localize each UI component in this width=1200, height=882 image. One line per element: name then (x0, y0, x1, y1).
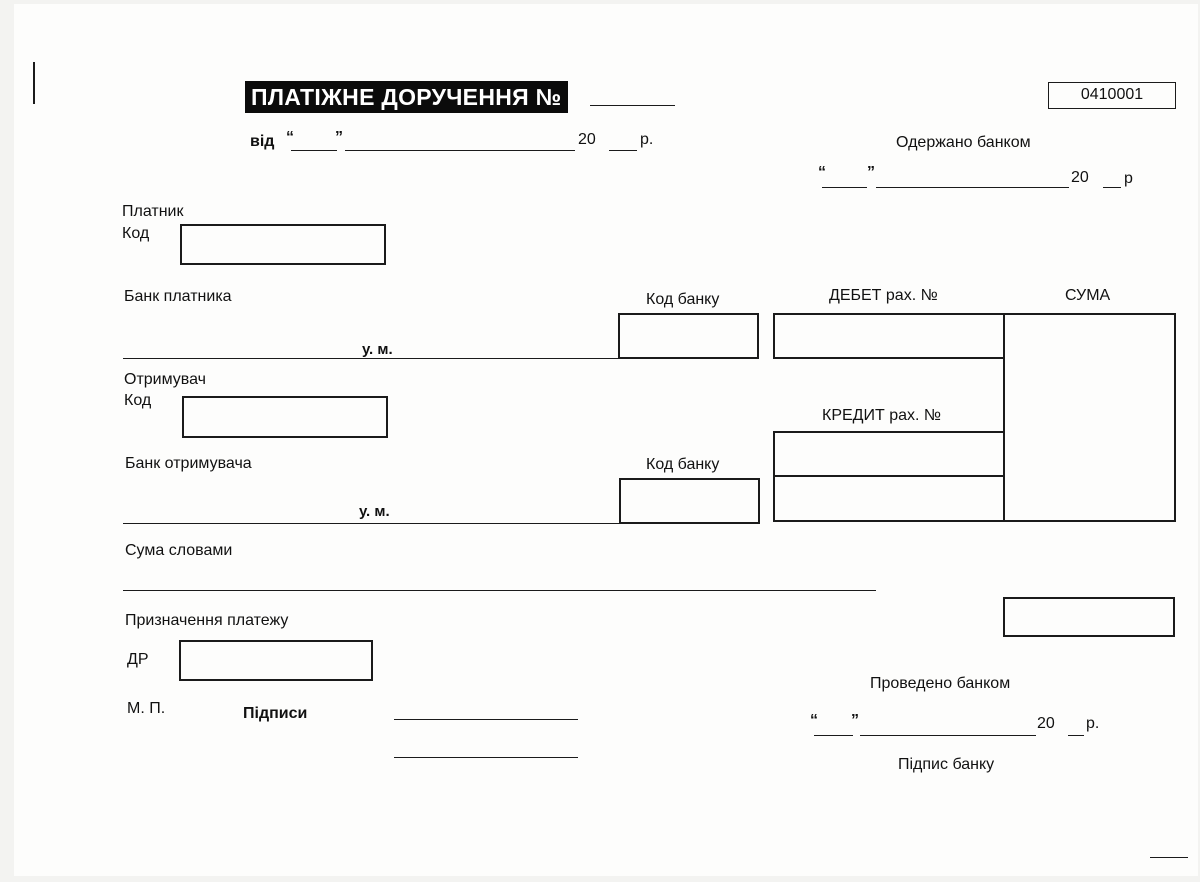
payer-city-label: у. м. (362, 341, 393, 358)
recipient-city-label: у. м. (359, 503, 390, 520)
purpose-extra-field[interactable] (1003, 597, 1175, 637)
purpose-label: Призначення платежу (125, 612, 289, 629)
recipient-bank-line[interactable] (123, 523, 619, 524)
sum-label: СУМА (1065, 287, 1111, 304)
recipient-code-field[interactable] (182, 396, 388, 438)
received-day-line[interactable] (822, 187, 867, 188)
received-month-line[interactable] (876, 187, 1069, 188)
received-year-suffix: р (1124, 170, 1133, 187)
date-year-line[interactable] (609, 150, 637, 151)
amount-words-line[interactable] (123, 590, 876, 591)
order-number-line[interactable] (590, 105, 675, 106)
processed-year-line[interactable] (1068, 735, 1084, 736)
received-year-line[interactable] (1103, 187, 1121, 188)
credit-account-field-lower[interactable] (773, 475, 1005, 522)
processed-month-line[interactable] (860, 735, 1036, 736)
amount-words-label: Сума словами (125, 542, 233, 559)
date-close-quote: ” (335, 129, 343, 146)
payer-code-field[interactable] (180, 224, 386, 265)
signature-line-2[interactable] (394, 757, 578, 758)
debit-account-field[interactable] (773, 313, 1005, 359)
payer-bank-code-field[interactable] (618, 313, 759, 359)
payer-bank-line[interactable] (123, 358, 618, 359)
processed-year-suffix: р. (1086, 715, 1100, 732)
signatures-label: Підписи (243, 705, 308, 722)
payer-bank-label: Банк платника (124, 288, 232, 305)
payment-order-sheet (14, 4, 1198, 876)
date-year-suffix: р. (640, 131, 654, 148)
date-month-line[interactable] (345, 150, 575, 151)
credit-account-label: КРЕДИТ рах. № (822, 407, 942, 424)
recipient-code-label: Код (124, 392, 152, 409)
recipient-bank-code-label: Код банку (646, 456, 720, 473)
stamp-label: М. П. (127, 700, 166, 717)
signature-line-1[interactable] (394, 719, 578, 720)
payer-bank-code-label: Код банку (646, 291, 720, 308)
form-code-box: 0410001 (1048, 82, 1176, 109)
dr-label: ДР (127, 651, 149, 668)
processed-year-prefix: 20 (1037, 715, 1055, 732)
payer-code-label: Код (122, 225, 150, 242)
date-prefix: від (250, 133, 275, 150)
payer-label: Платник (122, 203, 184, 220)
processed-day-line[interactable] (814, 735, 853, 736)
processed-by-bank-label: Проведено банком (870, 675, 1011, 692)
recipient-bank-label: Банк отримувача (125, 455, 252, 472)
bank-signature-label: Підпис банку (898, 756, 995, 773)
sum-field[interactable] (1003, 313, 1176, 522)
processed-open-quote: “ (810, 712, 818, 729)
document-title: ПЛАТІЖНЕ ДОРУЧЕННЯ № (245, 81, 568, 113)
debit-account-label: ДЕБЕТ рах. № (829, 287, 938, 304)
date-day-line[interactable] (291, 150, 337, 151)
received-year-prefix: 20 (1071, 169, 1089, 186)
margin-mark (33, 62, 35, 104)
received-open-quote: “ (818, 164, 826, 181)
date-year-prefix: 20 (578, 131, 596, 148)
date-open-quote: “ (286, 129, 294, 146)
dr-field[interactable] (179, 640, 373, 681)
recipient-bank-code-field[interactable] (619, 478, 760, 524)
page-edge-mark (1150, 857, 1188, 858)
received-by-bank-label: Одержано банком (896, 134, 1031, 151)
recipient-label: Отримувач (124, 371, 206, 388)
processed-close-quote: ” (851, 712, 859, 729)
received-close-quote: ” (867, 164, 875, 181)
credit-account-field[interactable] (773, 431, 1005, 477)
